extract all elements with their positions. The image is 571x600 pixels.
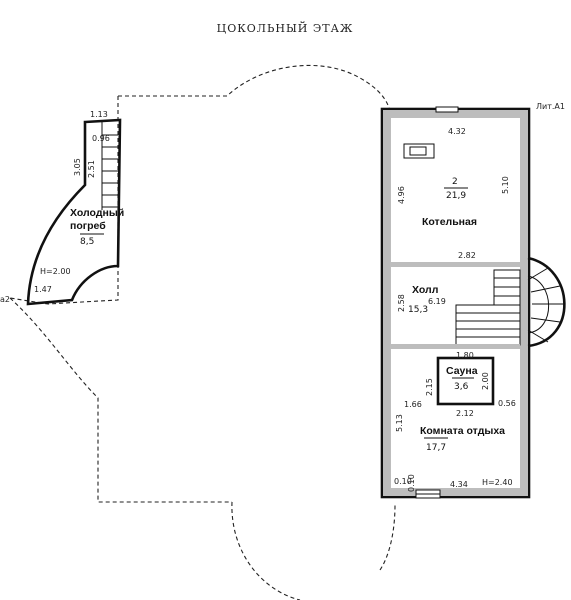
boiler-hall-hatch — [391, 262, 520, 267]
boiler-area: 21,9 — [446, 191, 466, 201]
dim-cellar-113: 1.13 — [90, 110, 108, 119]
rest-height: H=2.40 — [482, 478, 513, 487]
dim-cellar-305: 3.05 — [73, 158, 82, 176]
hall-rest-hatch — [391, 344, 520, 349]
dim-rest-513: 5.13 — [395, 414, 404, 432]
dim-cellar-251: 2.51 — [87, 160, 96, 178]
cellar-area: 8,5 — [80, 237, 94, 247]
plan-title: ЦОКОЛЬНЫЙ ЭТАЖ — [217, 21, 354, 35]
hall-area: 15,3 — [408, 305, 428, 315]
dim-rest-166: 1.66 — [404, 400, 422, 409]
dim-boiler-510: 5.10 — [501, 176, 510, 194]
dim-sauna-212: 2.12 — [456, 409, 474, 418]
wall-hatch-left — [383, 110, 391, 496]
hall-stairs — [455, 269, 521, 346]
porch-curve-outer — [527, 256, 566, 348]
dim-rest-434: 4.34 — [450, 480, 468, 489]
sauna-name: Сауна — [446, 365, 478, 377]
bottom-arc-boundary — [231, 501, 301, 600]
boiler-equipment-inner — [409, 146, 427, 156]
cellar-name-1: Холодный — [70, 207, 124, 219]
dim-rest-010a: 0.10 — [394, 477, 412, 486]
bottom-arc-boundary-2 — [379, 504, 396, 571]
dim-hall-258: 2.58 — [397, 294, 406, 312]
boiler-number: 2 — [452, 177, 458, 187]
dim-hall-619: 6.19 — [428, 297, 446, 306]
rest-area: 17,7 — [426, 443, 446, 453]
cellar-name-2: погреб — [70, 220, 106, 232]
cellar-height: H=2.00 — [40, 267, 71, 276]
boiler-equipment — [403, 143, 435, 159]
dim-boiler-432: 4.32 — [448, 127, 466, 136]
dim-rest-010b: 0.10 — [407, 474, 416, 492]
dim-sauna-200: 2.00 — [481, 372, 490, 390]
boiler-name: Котельная — [422, 216, 477, 228]
dim-cellar-096: 0.96 — [92, 134, 110, 143]
wall-hatch-bottom — [383, 488, 528, 496]
cellar-wall — [26, 118, 122, 306]
bottom-window — [415, 489, 441, 499]
porch-curve-inner — [527, 275, 549, 334]
dim-rest-056: 0.56 — [498, 399, 516, 408]
dim-sauna-180: 1.80 — [456, 351, 474, 360]
wall-hatch-right — [520, 110, 528, 496]
outer-boundary — [118, 64, 391, 113]
dim-cellar-147: 1.47 — [34, 285, 52, 294]
lit-label: Лит.А1 — [536, 102, 565, 111]
sauna-wall — [436, 356, 495, 406]
top-window — [435, 106, 459, 113]
left-arc-boundary — [9, 297, 232, 503]
wall-hatch-top — [383, 110, 528, 118]
edge-label: a2 — [0, 295, 10, 304]
hall-name: Холл — [412, 284, 438, 296]
dim-sauna-215: 2.15 — [425, 378, 434, 396]
cellar-stairs — [101, 122, 118, 210]
sauna-area: 3,6 — [454, 382, 469, 392]
dim-boiler-496: 4.96 — [397, 186, 406, 204]
porch-steps — [527, 267, 564, 343]
dim-boiler-282: 2.82 — [458, 251, 476, 260]
rest-name: Комната отдыха — [420, 425, 505, 437]
